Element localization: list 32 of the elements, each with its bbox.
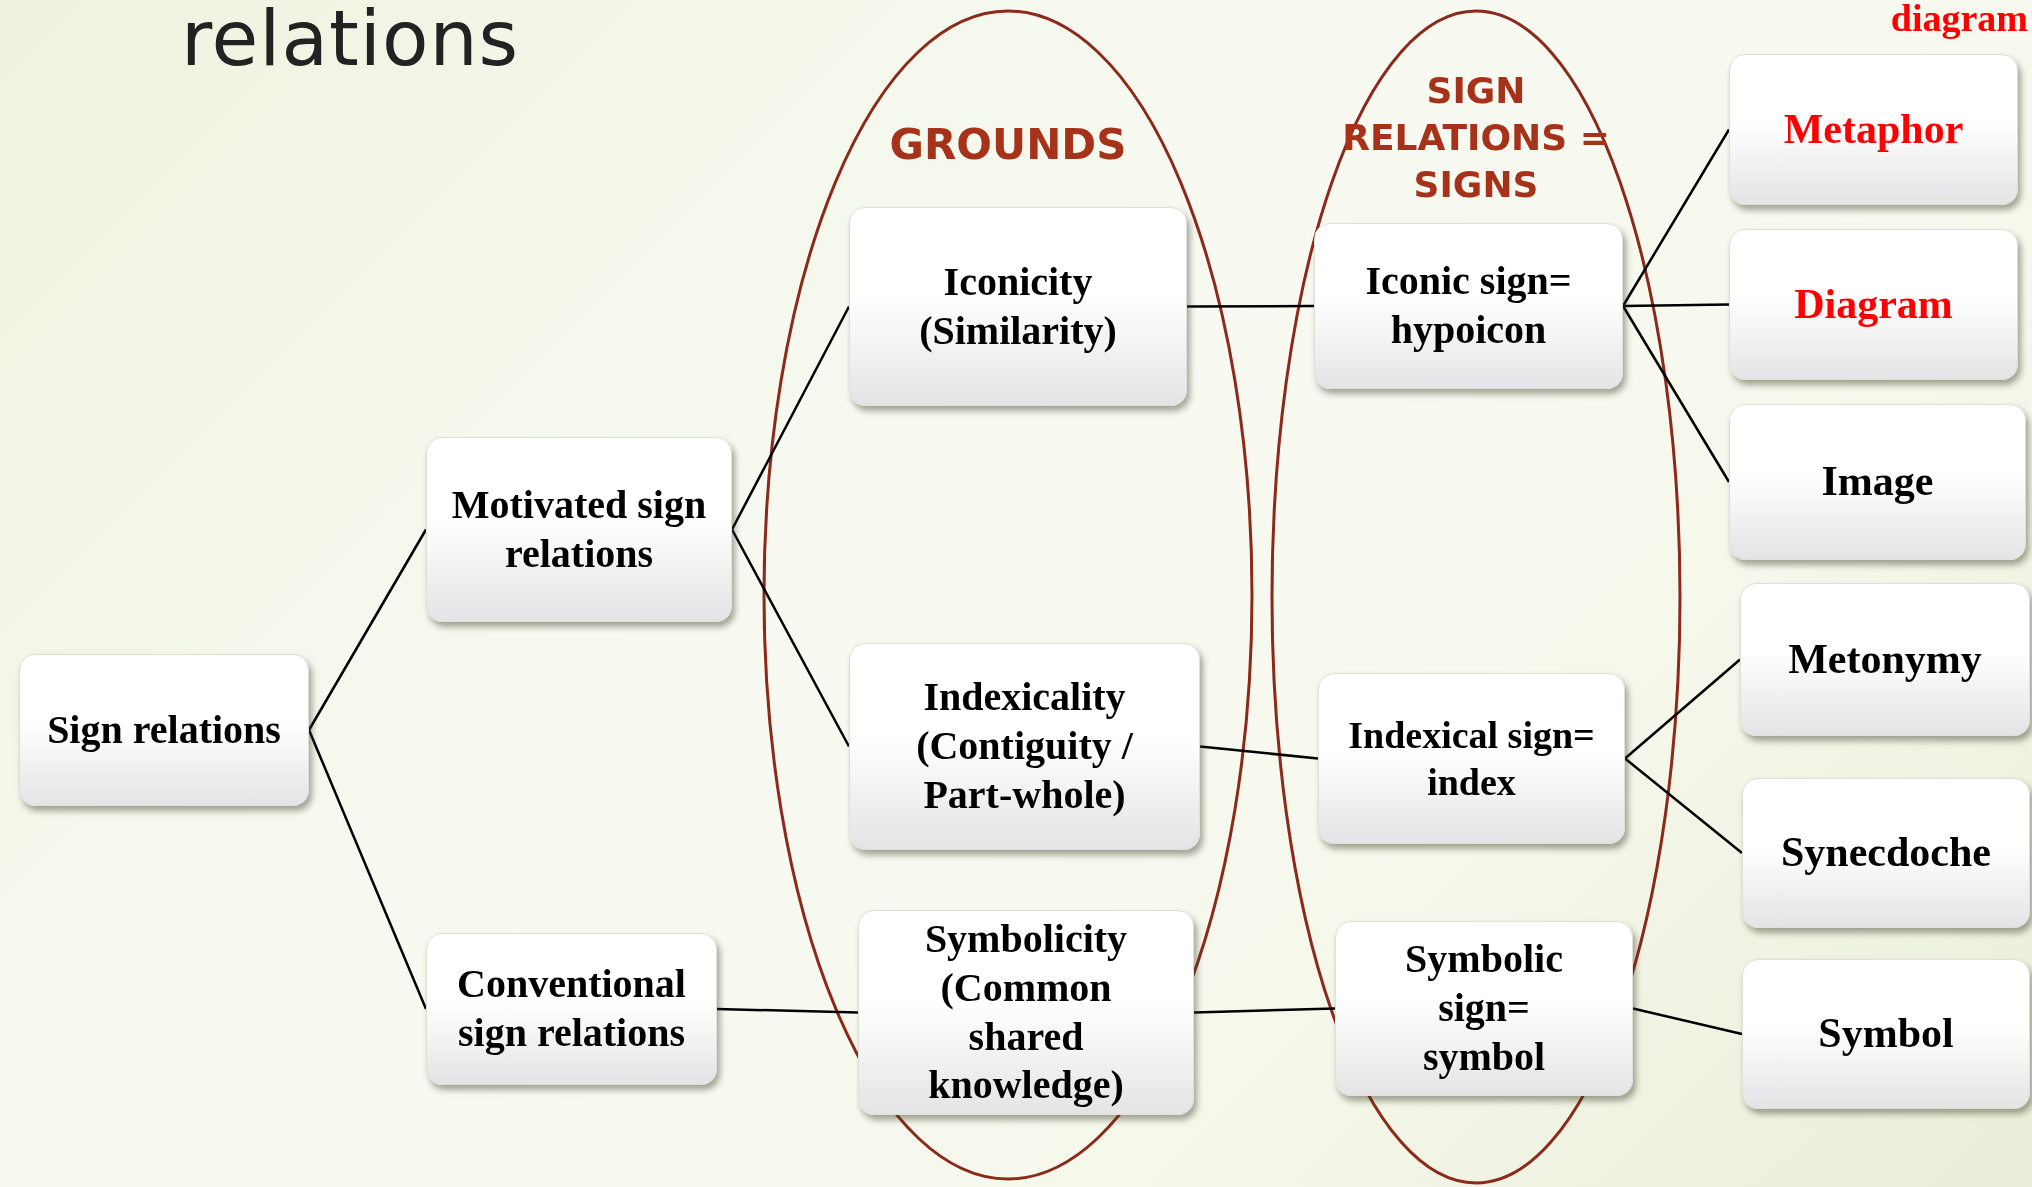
concept-box: Symbolic sign= symbol [1335,921,1633,1096]
concept-box: Symbolicity (Common shared knowledge) [858,910,1194,1115]
connector-line [307,528,428,731]
connector-line [716,1007,859,1014]
concept-box: Iconicity (Similarity) [849,207,1187,406]
concept-box: Image [1729,404,2026,560]
concept-box: Synecdoche [1742,778,2030,928]
note-text: diagram [1890,0,2028,40]
connector-line [1632,1007,1743,1036]
connector-line [1193,1007,1336,1014]
concept-box: Iconic sign= hypoicon [1314,223,1623,389]
concept-box: Symbol [1742,959,2030,1109]
concept-box: Metaphor [1729,54,2018,205]
concept-box: Indexical sign= index [1318,673,1625,844]
connector-line [1624,757,1743,854]
connector-line [1199,745,1319,760]
connector-line [1621,305,1731,483]
concept-box: Diagram [1729,229,2018,380]
connector-line [1621,128,1731,307]
slide-title: relations [181,0,520,83]
concept-box: Sign relations [19,654,309,806]
connector-line [730,528,851,748]
connector-line [307,729,428,1010]
connector-line [1623,303,1729,308]
concept-box: Motivated sign relations [426,437,732,622]
concept-box: Conventional sign relations [426,933,717,1085]
connector-line [1624,658,1741,760]
concept-box: Indexicality (Contiguity / Part-whole) [849,643,1200,850]
connector-line [1187,304,1314,308]
group-heading: GROUNDS [888,119,1128,171]
connector-line [730,305,851,531]
concept-box: Metonymy [1740,583,2030,736]
